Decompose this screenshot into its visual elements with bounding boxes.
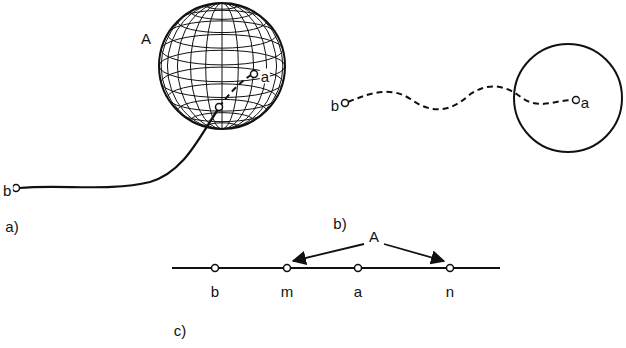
- panel-label: a): [4, 219, 19, 234]
- point-label: n: [445, 284, 455, 299]
- meridian-line: [191, 3, 254, 129]
- point-label: a: [580, 95, 590, 110]
- point-label: b: [210, 284, 220, 299]
- point-marker: [342, 100, 349, 107]
- point-marker: [13, 185, 20, 192]
- solid-path: [19, 108, 219, 188]
- panel-label: b): [332, 216, 347, 231]
- panel-label: c): [173, 323, 188, 338]
- sphere-grid: [159, 1, 285, 131]
- point-label: b: [2, 183, 12, 198]
- globe-label: A: [140, 31, 152, 46]
- point-label: m: [280, 284, 295, 299]
- region-circle: [514, 44, 622, 152]
- meridian-line: [167, 3, 276, 129]
- point-label: a: [260, 69, 270, 84]
- meridian-line: [206, 3, 239, 129]
- meridian-line: [161, 3, 283, 129]
- set-label: A: [368, 229, 380, 244]
- sphere-outline: [159, 3, 285, 129]
- point-marker: [573, 97, 580, 104]
- point-marker: [251, 71, 258, 78]
- meridian-line: [177, 3, 266, 129]
- pointer-arrow: [384, 244, 444, 261]
- dashed-path: [219, 75, 251, 107]
- crossing-point: [216, 104, 223, 111]
- dashed-path: [348, 86, 573, 109]
- point-marker: [212, 265, 219, 272]
- point-marker: [355, 265, 362, 272]
- point-label: a: [353, 284, 363, 299]
- point-label: b: [330, 98, 340, 113]
- point-marker: [284, 265, 291, 272]
- pointer-arrow: [293, 244, 364, 261]
- point-marker: [447, 265, 454, 272]
